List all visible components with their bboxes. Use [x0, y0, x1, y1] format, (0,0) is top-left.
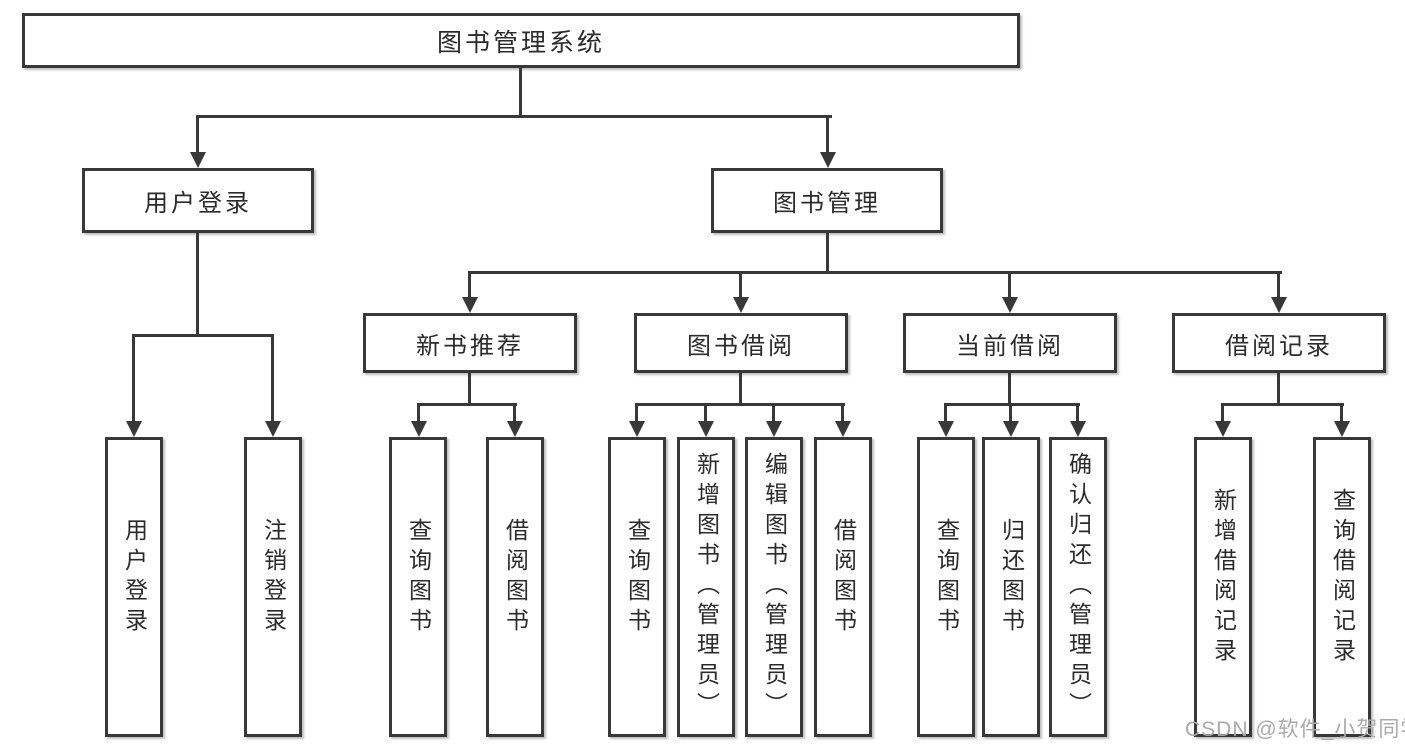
connector-bookmgmt-crossbar [469, 271, 1282, 274]
connector-userlogin-stem [196, 233, 199, 336]
connector-to-user-login [196, 115, 199, 154]
connector-to-records [1277, 271, 1280, 299]
connector-userlogin-crossbar [132, 334, 274, 337]
connector-to-borrowing [739, 271, 742, 299]
connector-bb-leaf1 [635, 403, 638, 423]
connector-records-crossbar [1221, 403, 1344, 406]
arrowhead-br-leaf2 [1334, 421, 1350, 437]
arrowhead-nb-leaf1 [411, 421, 427, 437]
arrowhead-br-leaf1 [1215, 421, 1231, 437]
leaf-query-books-newbook: 查询图书 [389, 437, 447, 737]
connector-records-stem [1277, 372, 1280, 405]
arrowhead-borrowing [733, 297, 749, 313]
connector-borrowing-stem [739, 372, 742, 405]
node-book-management: 图书管理 [711, 168, 943, 233]
leaf-logout: 注销登录 [244, 437, 302, 737]
leaf-borrow-books-borrowing: 借阅图书 [814, 437, 872, 737]
leaf-query-books-borrowing: 查询图书 [608, 437, 666, 737]
arrowhead-cb-leaf1 [938, 421, 954, 437]
connector-to-current [1008, 271, 1011, 299]
leaf-user-login: 用户登录 [105, 437, 163, 737]
arrowhead-bb-leaf1 [629, 421, 645, 437]
arrowhead-bb-leaf4 [835, 421, 851, 437]
connector-bb-leaf4 [841, 403, 844, 423]
connector-to-book-management [826, 115, 829, 154]
arrowhead-newbook [462, 297, 478, 313]
leaf-edit-book-admin: 编辑图书（管理员） [745, 437, 803, 737]
connector-bookmgmt-stem [826, 233, 829, 273]
leaf-return-books: 归还图书 [982, 437, 1040, 737]
connector-nb-leaf2 [513, 403, 516, 423]
arrowhead-book-management [820, 152, 836, 168]
connector-br-leaf2 [1340, 403, 1343, 423]
connector-bb-leaf3 [772, 403, 775, 423]
connector-to-leaf-logout [271, 334, 274, 423]
arrowhead-cb-leaf2 [1003, 421, 1019, 437]
leaf-add-borrow-record: 新增借阅记录 [1194, 437, 1252, 737]
node-new-book-recommendation: 新书推荐 [363, 313, 577, 373]
node-book-borrowing: 图书借阅 [634, 313, 848, 373]
connector-br-leaf1 [1221, 403, 1224, 423]
arrowhead-current [1002, 297, 1018, 313]
arrowhead-leaf-user-login [126, 421, 142, 437]
connector-newbook-crossbar [417, 403, 517, 406]
arrowhead-user-login [190, 152, 206, 168]
node-library-system: 图书管理系统 [22, 13, 1020, 68]
connector-current-stem [1008, 372, 1011, 405]
leaf-borrow-books-newbook: 借阅图书 [486, 437, 544, 737]
watermark: CSDN @软件_小贺同学 [1185, 718, 1405, 741]
arrowhead-bb-leaf3 [766, 421, 782, 437]
connector-nb-leaf1 [417, 403, 420, 423]
leaf-query-books-current: 查询图书 [917, 437, 975, 737]
arrowhead-records [1271, 297, 1287, 313]
connector-newbook-stem [468, 372, 471, 405]
arrowhead-bb-leaf2 [698, 421, 714, 437]
connector-cb-leaf1 [944, 403, 947, 423]
connector-to-newbook [468, 271, 471, 299]
connector-bb-leaf2 [704, 403, 707, 423]
leaf-add-book-admin: 新增图书（管理员） [677, 437, 735, 737]
connector-current-crossbar [944, 403, 1080, 406]
node-user-login: 用户登录 [82, 168, 314, 233]
connector-root-crossbar [196, 115, 832, 118]
connector-to-leaf-user-login [132, 334, 135, 423]
leaf-confirm-return-admin: 确认归还（管理员） [1049, 437, 1107, 737]
arrowhead-leaf-logout [265, 421, 281, 437]
connector-cb-leaf2 [1009, 403, 1012, 423]
connector-cb-leaf3 [1076, 403, 1079, 423]
arrowhead-nb-leaf2 [507, 421, 523, 437]
arrowhead-cb-leaf3 [1070, 421, 1086, 437]
leaf-query-borrow-record: 查询借阅记录 [1313, 437, 1371, 737]
node-current-borrowing: 当前借阅 [903, 313, 1117, 373]
connector-root-stem [519, 66, 522, 117]
connector-borrowing-crossbar [635, 403, 845, 406]
node-borrowing-records: 借阅记录 [1172, 313, 1386, 373]
